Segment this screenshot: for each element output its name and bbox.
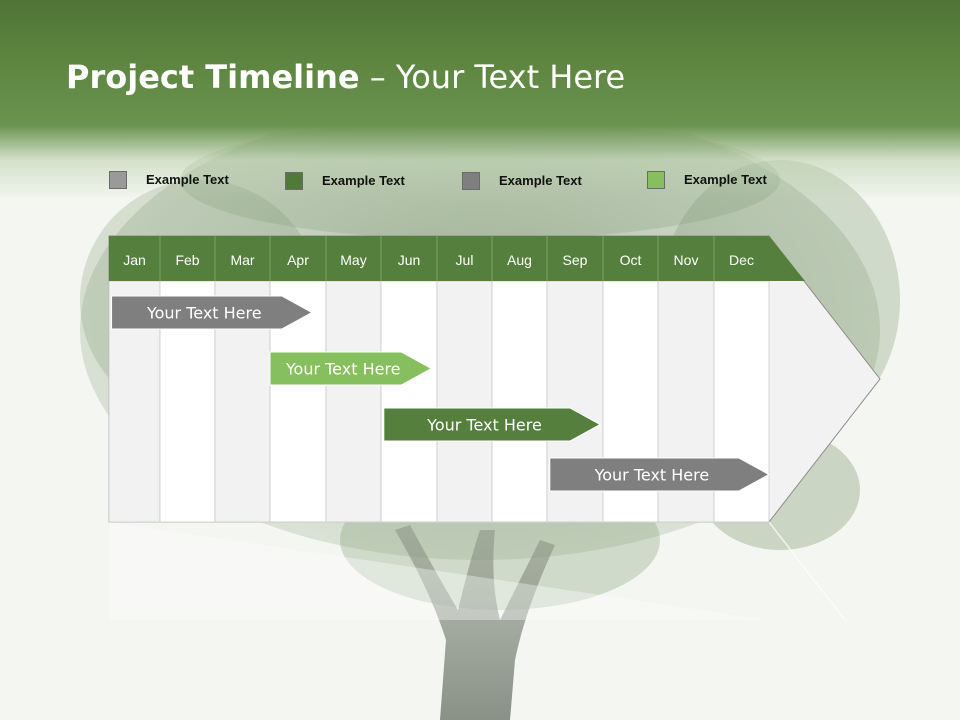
task-label: Your Text Here xyxy=(426,416,542,435)
month-label: Jun xyxy=(398,252,421,268)
month-label: Sep xyxy=(563,252,588,268)
legend-swatch xyxy=(647,171,665,189)
month-label: Apr xyxy=(287,252,309,268)
page-title: Project Timeline – Your Text Here xyxy=(66,58,625,96)
timeline-reflection xyxy=(109,522,769,620)
month-label: Feb xyxy=(175,252,199,268)
title-subtitle: – Your Text Here xyxy=(359,58,626,96)
task-arrow xyxy=(269,351,433,386)
task-arrow xyxy=(111,295,314,330)
month-column xyxy=(380,280,438,523)
title-bold: Project Timeline xyxy=(66,58,360,96)
task-label: Your Text Here xyxy=(146,304,262,323)
title-banner xyxy=(0,0,960,200)
month-header-bar xyxy=(109,236,805,281)
task-arrow xyxy=(549,457,771,492)
legend-swatch xyxy=(285,172,303,190)
legend-label: Example Text xyxy=(322,173,405,188)
legend-label: Example Text xyxy=(499,173,582,188)
task-label: Your Text Here xyxy=(594,466,710,485)
month-column xyxy=(491,280,548,523)
legend-swatch xyxy=(109,171,127,189)
month-label: Jul xyxy=(456,252,474,268)
month-column xyxy=(436,280,493,523)
month-label: Nov xyxy=(674,252,699,268)
legend-swatch xyxy=(462,172,480,190)
legend-label: Example Text xyxy=(684,172,767,187)
legend-label: Example Text xyxy=(146,172,229,187)
month-label: Jan xyxy=(123,252,146,268)
tree-trunk xyxy=(395,525,555,720)
month-label: Mar xyxy=(230,252,254,268)
task-arrow xyxy=(383,407,602,442)
month-column xyxy=(325,280,382,523)
month-label: Dec xyxy=(729,252,754,268)
task-label: Your Text Here xyxy=(285,360,401,379)
month-label: Aug xyxy=(507,252,532,268)
month-label: Oct xyxy=(620,252,642,268)
month-label: May xyxy=(340,252,366,268)
